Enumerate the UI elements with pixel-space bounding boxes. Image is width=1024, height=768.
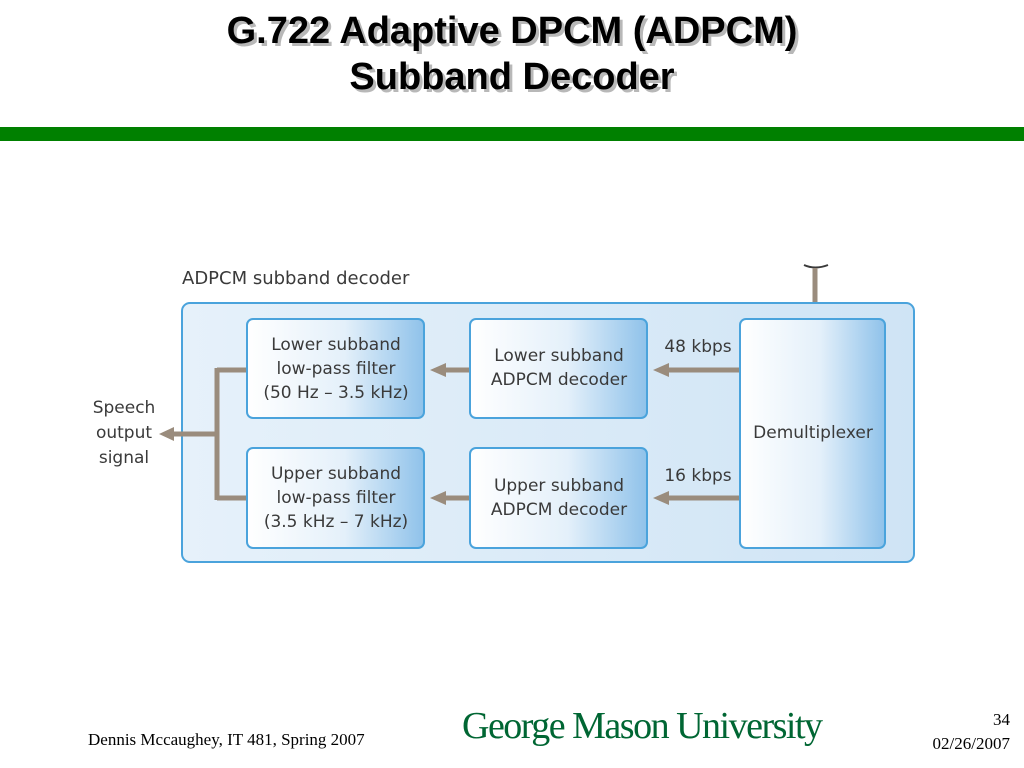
upper-subband-decoder-box: Upper subband ADPCM decoder [469,447,648,549]
upper-filter-line-1: Upper subband [271,464,401,484]
upper-decoder-line-2: ADPCM decoder [491,500,627,520]
title-divider [0,127,1024,141]
lower-rate-label: 48 kbps [664,337,731,357]
diagram-caption: ADPCM subband decoder [182,268,410,289]
footer-date: 02/26/2007 [932,734,1010,753]
lower-decoder-line-1: Lower subband [494,346,624,366]
upper-decoder-line-1: Upper subband [494,476,624,496]
output-label-line-3: signal [99,448,149,468]
output-label-line-1: Speech [93,398,156,418]
decoder-to-filter-arrows [430,363,470,505]
speech-output-label: Speech output signal [93,398,156,468]
upper-rate-label: 16 kbps [664,466,731,486]
footer-author: Dennis Mccaughey, IT 481, Spring 2007 [88,730,365,749]
lower-filter-line-1: Lower subband [271,335,401,355]
slide-title-line-2: Subband Decoder [349,56,675,98]
lower-subband-filter-box: Lower subband low-pass filter (50 Hz – 3… [246,318,425,419]
upper-subband-filter-box: Upper subband low-pass filter (3.5 kHz –… [246,447,425,549]
slide-title: G.722 Adaptive DPCM (ADPCM) Subband Deco… [0,8,1024,100]
output-combiner [159,367,246,501]
lower-filter-line-3: (50 Hz – 3.5 kHz) [263,383,408,403]
slide-title-line-1: G.722 Adaptive DPCM (ADPCM) [226,10,798,52]
upper-filter-line-3: (3.5 kHz – 7 kHz) [264,512,408,532]
university-logo: George Mason University [462,705,823,747]
demultiplexer-label: Demultiplexer [753,423,873,443]
slide-number: 34 [993,710,1010,729]
upper-filter-line-2: low-pass filter [276,488,395,508]
lower-decoder-line-2: ADPCM decoder [491,370,627,390]
demux-to-decoder-arrows [653,363,740,505]
demultiplexer-box: Demultiplexer [739,318,886,549]
lower-filter-line-2: low-pass filter [276,359,395,379]
lower-subband-decoder-box: Lower subband ADPCM decoder [469,318,648,419]
output-label-line-2: output [96,423,152,443]
